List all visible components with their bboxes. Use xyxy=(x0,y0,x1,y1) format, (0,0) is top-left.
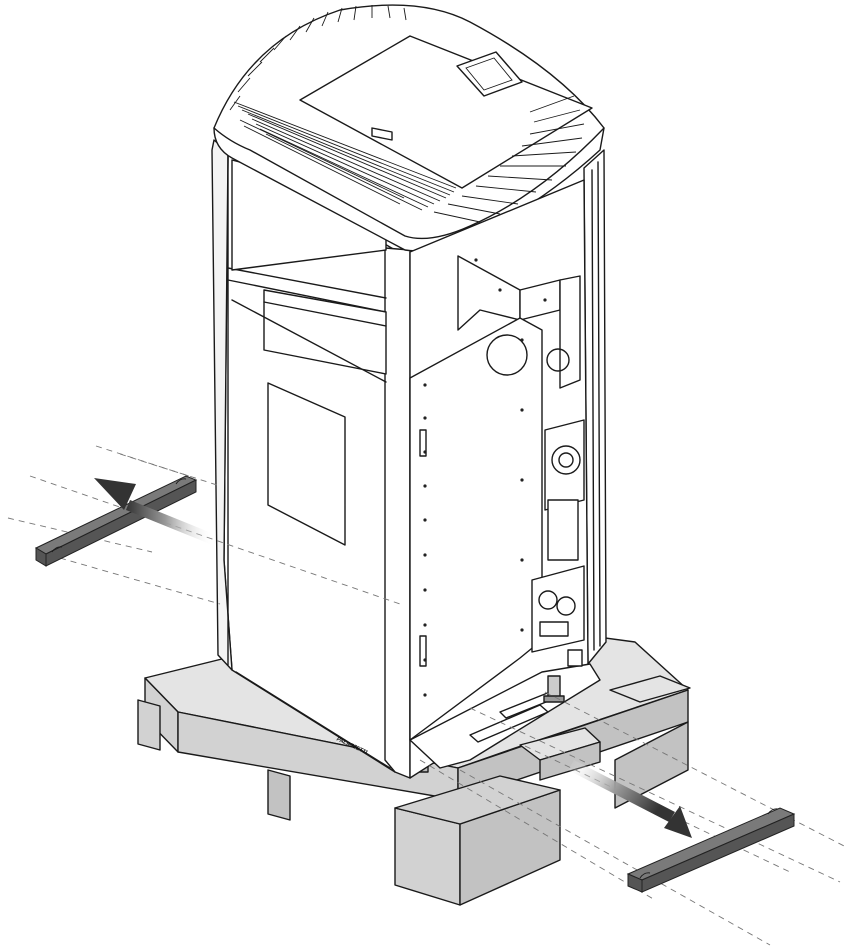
left-transport-bracket xyxy=(34,475,198,567)
left-arrow xyxy=(94,478,214,544)
right-transport-bracket xyxy=(626,807,796,893)
stove-body: PALAZZETTI xyxy=(211,139,429,779)
top-grille xyxy=(233,101,457,211)
fan-motor xyxy=(544,419,585,511)
stove-side-internals xyxy=(409,149,607,779)
hopper-lid-handle xyxy=(456,51,523,97)
right-arrow xyxy=(568,760,692,838)
glass-window xyxy=(267,382,346,546)
hopper-lid xyxy=(299,35,593,189)
